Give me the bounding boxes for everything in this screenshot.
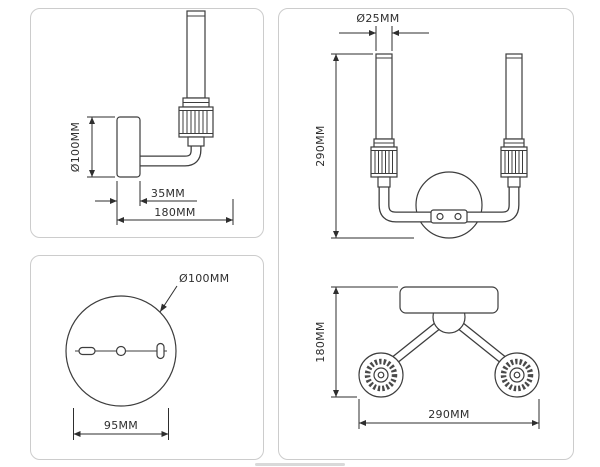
backplate-bottom (399, 286, 499, 314)
dimension-backplate-diameter: Ø100MM (69, 116, 115, 178)
backplate-front (415, 171, 483, 239)
candle-left (370, 53, 398, 188)
collar-bottom-left (358, 352, 404, 398)
dim-label-backplate-depth: 35MM (151, 187, 185, 200)
dimension-backplate-depth: 35MM (95, 181, 197, 225)
lamp-arm (131, 143, 202, 167)
dim-label-width: 290MM (428, 408, 469, 421)
dim-label-backplate-diameter: Ø100MM (69, 122, 82, 172)
dimension-candle-diameter: Ø25MM (339, 12, 429, 51)
dim-label-candle-diameter: Ø25MM (356, 12, 399, 25)
panel-side-view: Ø100MM 35MM 180MM (30, 8, 264, 238)
panel-front-bottom-view: Ø25MM 290MM (278, 8, 574, 460)
dimension-width: 290MM (358, 399, 540, 429)
hub-cover (430, 209, 468, 224)
dim-label-projection: 180MM (154, 206, 195, 219)
candle-right (500, 53, 528, 188)
collar-bottom-right (494, 352, 540, 398)
panel-backplate-view: Ø100MM 95MM (30, 255, 264, 460)
dim-label-height: 290MM (314, 125, 327, 166)
dimension-height: 290MM (314, 53, 414, 239)
dimension-mount-spacing: 95MM (73, 408, 169, 440)
dimension-disc-diameter: Ø100MM (159, 272, 229, 313)
backplate-side (116, 116, 141, 178)
mounting-holes (75, 342, 167, 360)
dim-label-depth: 180MM (314, 321, 327, 362)
lamp-arms-front (378, 185, 520, 223)
side-view-drawing: Ø100MM 35MM 180MM (69, 10, 234, 225)
page-edge-divider (255, 463, 345, 466)
dim-label-mount-spacing: 95MM (104, 419, 138, 432)
dim-label-disc-diameter: Ø100MM (179, 272, 229, 285)
backplate-view-drawing: Ø100MM 95MM (65, 272, 229, 440)
candle-sleeve (182, 10, 210, 108)
dimension-depth: 180MM (314, 286, 398, 398)
ribbed-collar (178, 106, 214, 147)
front-and-bottom-drawing: Ø25MM 290MM (314, 12, 540, 429)
dimension-projection: 180MM (117, 199, 234, 225)
